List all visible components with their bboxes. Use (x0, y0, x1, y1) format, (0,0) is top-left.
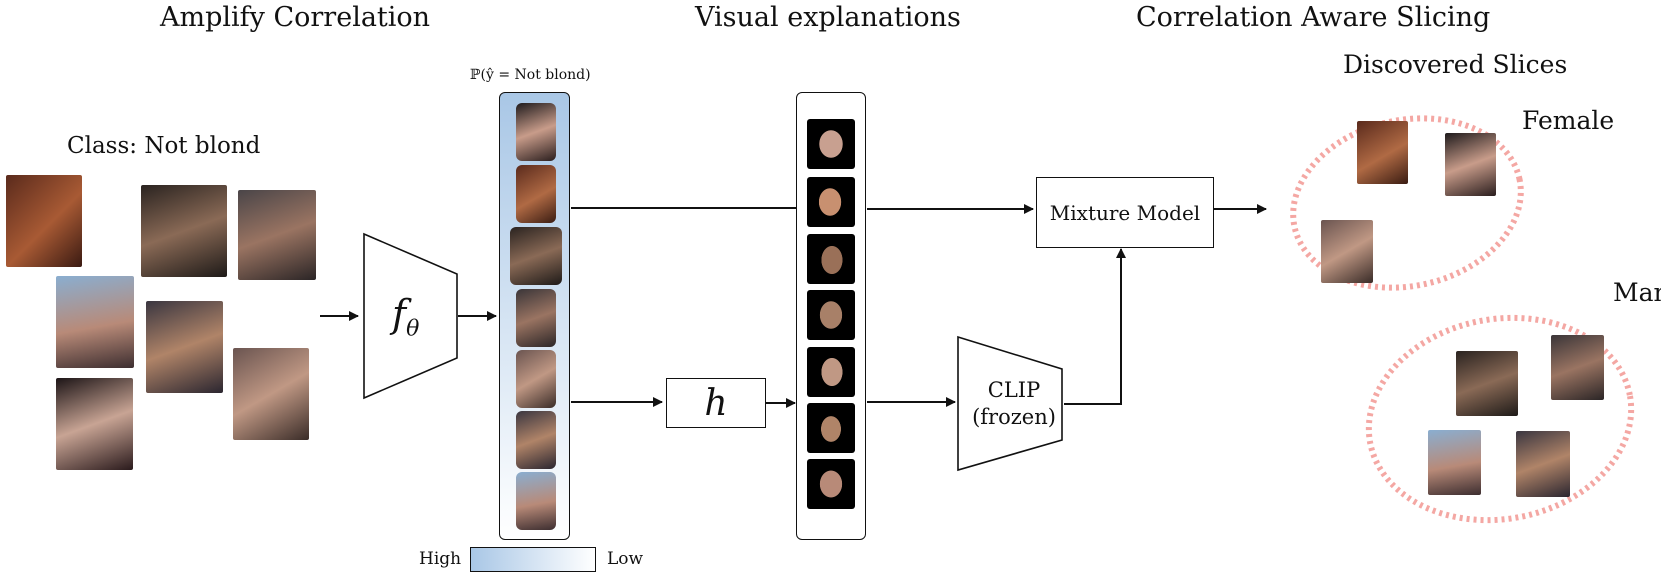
section-title-amplify: Amplify Correlation (160, 2, 431, 33)
clip-label-line2: (frozen) (972, 405, 1056, 429)
arrow-clip-to-mixture (1064, 248, 1126, 405)
man-slice-photo (1428, 430, 1481, 495)
female-slice-photo (1321, 220, 1373, 283)
input-photo (233, 348, 309, 440)
section-title-slicing: Correlation Aware Slicing (1136, 2, 1491, 33)
colorbar-high-label: High (419, 549, 462, 569)
masked-face-thumbnail (807, 119, 855, 169)
h-box: h (666, 378, 766, 428)
mixture-model-box: Mixture Model (1036, 177, 1214, 248)
mixture-model-label: Mixture Model (1049, 200, 1201, 225)
masked-face-thumbnail (807, 347, 855, 397)
visual-explanation-strip (796, 92, 866, 540)
class-label: Class: Not blond (67, 133, 261, 159)
input-photo (6, 175, 82, 267)
slice-outline-man (1365, 314, 1635, 524)
masked-face-thumbnail (807, 177, 855, 227)
man-slice-photo (1551, 335, 1604, 400)
ranked-image-strip (499, 92, 570, 540)
input-photo (146, 301, 223, 393)
masked-face-thumbnail (807, 290, 855, 340)
probability-label: ℙ(ŷ = Not blond) (470, 67, 591, 83)
masked-face-thumbnail (807, 403, 855, 453)
strip-thumbnail (516, 350, 556, 408)
masked-face-thumbnail (807, 459, 855, 509)
clip-label-line1: CLIP (987, 378, 1041, 402)
input-photo (141, 185, 227, 277)
discovered-slices-title: Discovered Slices (1343, 50, 1568, 79)
input-photo (56, 378, 133, 470)
input-photo (56, 276, 134, 368)
strip-thumbnail (516, 411, 556, 469)
colorbar (470, 547, 596, 572)
female-slice-photo (1445, 133, 1496, 196)
strip-thumbnail (516, 165, 556, 223)
slice-label-female: Female (1522, 106, 1615, 135)
female-slice-photo (1357, 121, 1408, 184)
model-symbol-subscript: θ (406, 316, 420, 342)
man-slice-photo (1516, 431, 1570, 497)
clip-label: CLIP (frozen) (968, 377, 1060, 431)
model-symbol: fθ (392, 292, 419, 342)
slice-label-man: Man (1613, 278, 1661, 307)
input-photo (238, 190, 316, 280)
strip-thumbnail (516, 103, 556, 161)
model-trapezoid (363, 232, 458, 400)
section-title-visual: Visual explanations (695, 2, 961, 33)
strip-thumbnail (516, 289, 556, 347)
model-symbol-letter: f (392, 292, 407, 336)
man-slice-photo (1456, 351, 1518, 416)
clip-trapezoid (957, 335, 1063, 472)
colorbar-low-label: Low (607, 549, 644, 569)
masked-face-thumbnail (807, 234, 855, 284)
strip-thumbnail (510, 227, 562, 285)
strip-thumbnail (516, 472, 556, 530)
h-symbol: h (704, 382, 728, 424)
